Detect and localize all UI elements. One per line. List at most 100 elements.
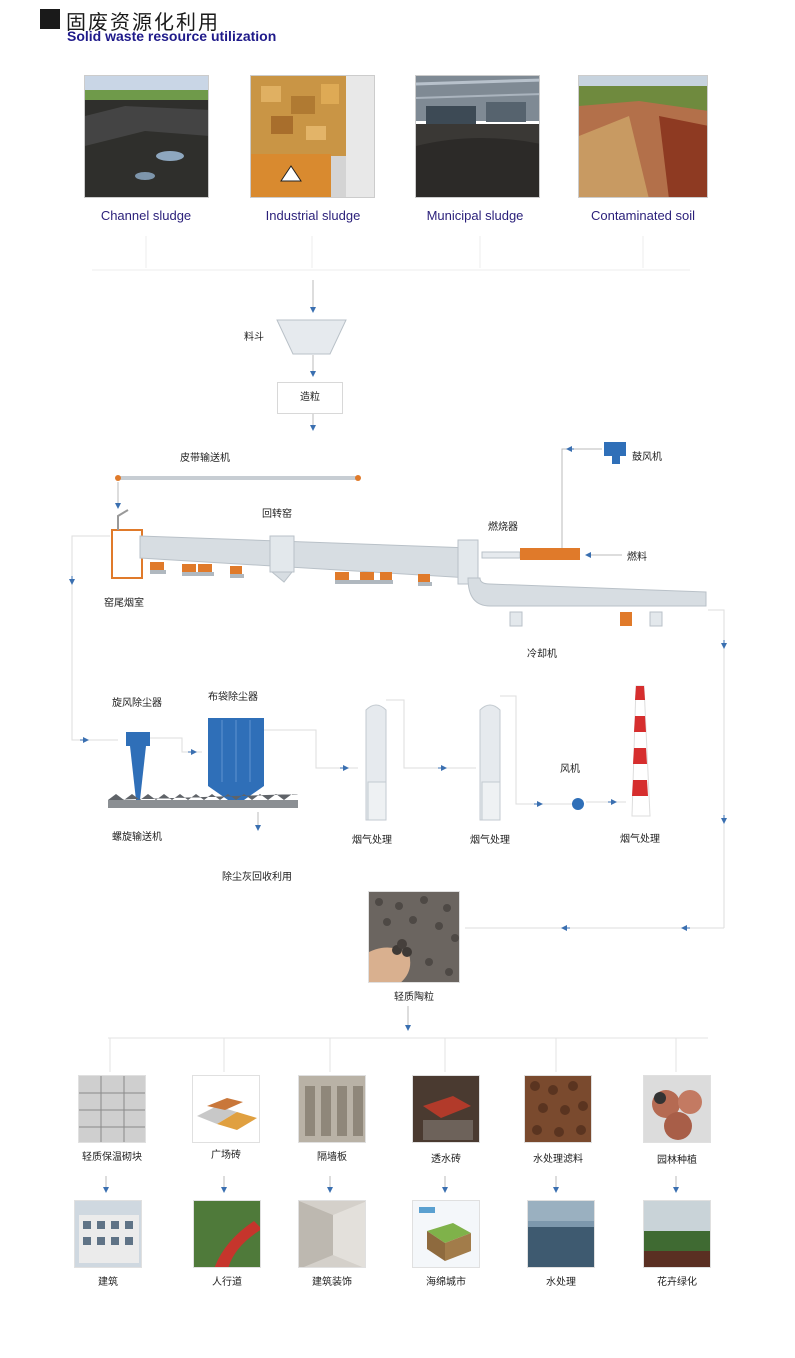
source-label-channel-sludge: Channel sludge: [100, 208, 192, 223]
use-photo-sponge-city: [412, 1200, 480, 1268]
blower-label: 鼓风机: [632, 452, 662, 463]
flue-gas-label-3: 烟气处理: [620, 834, 660, 845]
dust-recycle-label: 除尘灰回收利用: [222, 872, 292, 883]
flue-1-to-2-duct: [386, 699, 476, 769]
ceramsite-image: [369, 892, 459, 982]
fan-icon: [572, 798, 584, 810]
granulation-label: 造粒: [300, 392, 320, 403]
sidewalk-image: [194, 1201, 260, 1267]
belt-conveyor-label: 皮带输送机: [180, 453, 230, 464]
bag-filter-hopper: [208, 786, 264, 800]
municipal-sludge-image: [416, 76, 539, 197]
flue-gas-label-1: 烟气处理: [352, 835, 392, 846]
use-label-water-treatment: 水处理: [546, 1277, 576, 1288]
industrial-sludge-photo: [250, 75, 375, 198]
flue-gas-tower-1-base: [367, 781, 387, 821]
burner-icon: [520, 548, 580, 560]
kiln-supports: [150, 562, 430, 582]
product-drop-lines: [109, 1038, 677, 1072]
flue-gas-tower-2-base: [481, 781, 501, 821]
title-square-icon: [40, 9, 60, 29]
cooler-output-line: [708, 609, 725, 928]
product-label-permeable-brick: 透水砖: [431, 1154, 461, 1165]
plaza-brick-image: [193, 1076, 259, 1142]
fuel-label: 燃料: [627, 552, 647, 563]
product-to-use-arrows: [103, 1176, 679, 1193]
blower-foot: [612, 456, 620, 464]
rotary-kiln-label: 回转窑: [262, 509, 292, 520]
page-subtitle: Solid waste resource utilization: [67, 28, 277, 44]
ceramsite-label: 轻质陶粒: [394, 992, 434, 1003]
product-photo-partition-board: [298, 1075, 366, 1143]
belt-roller-right: [355, 475, 361, 481]
use-label-sidewalk: 人行道: [212, 1277, 242, 1288]
product-photo-garden-planting: [643, 1075, 711, 1143]
product-label-filter-media: 水处理滤料: [533, 1154, 583, 1165]
chimney-stripes: [632, 686, 648, 796]
hopper-label: 料斗: [244, 332, 264, 343]
source-label-industrial-sludge: Industrial sludge: [265, 208, 361, 223]
source-collector-lines: [92, 236, 690, 271]
contaminated-soil-photo: [578, 75, 708, 198]
screw-conveyor-teeth: [108, 794, 298, 800]
cooler-support-2: [620, 612, 632, 626]
bag-filter-stripes: [221, 720, 251, 782]
product-photo-insulation-block: [78, 1075, 146, 1143]
screw-conveyor-label: 螺旋输送机: [112, 832, 162, 843]
burner-label: 燃烧器: [488, 522, 518, 533]
screw-conveyor-icon: [108, 800, 298, 808]
product-label-plaza-brick: 广场砖: [211, 1150, 241, 1161]
use-photo-sidewalk: [193, 1200, 261, 1268]
source-label-contaminated-soil: Contaminated soil: [590, 208, 696, 223]
garden-planting-image: [644, 1076, 710, 1142]
ceramsite-photo: [368, 891, 460, 983]
flue-gas-label-2: 烟气处理: [470, 835, 510, 846]
use-label-decoration: 建筑装饰: [312, 1277, 352, 1288]
burner-pipe: [481, 551, 521, 559]
granulation-box: 造粒: [277, 382, 343, 414]
use-photo-building: [74, 1200, 142, 1268]
municipal-sludge-photo: [415, 75, 540, 198]
hopper-icon: [276, 319, 347, 355]
channel-sludge-image: [85, 76, 208, 197]
kiln-tail-chamber-label: 窑尾烟室: [104, 598, 144, 609]
use-label-sponge-city: 海绵城市: [426, 1277, 466, 1288]
building-image: [75, 1201, 141, 1267]
industrial-sludge-image: [251, 76, 374, 197]
product-label-partition-board: 隔墙板: [317, 1152, 347, 1163]
cooler-support-3: [649, 611, 663, 627]
flue-2-to-fan-duct: [500, 695, 572, 805]
channel-sludge-photo: [84, 75, 209, 198]
kiln-head: [457, 539, 479, 585]
cooler-support-1: [509, 611, 523, 627]
contaminated-soil-image: [579, 76, 707, 197]
use-label-building: 建筑: [98, 1277, 118, 1288]
insulation-block-image: [79, 1076, 145, 1142]
product-photo-filter-media: [524, 1075, 592, 1143]
permeable-brick-image: [413, 1076, 479, 1142]
cooler-label: 冷却机: [527, 649, 557, 660]
flower-greening-image: [644, 1201, 710, 1267]
cyclone-to-bag-duct: [150, 737, 202, 753]
blower-icon: [604, 442, 626, 456]
cyclone-icon: [126, 732, 150, 746]
belt-roller-left: [115, 475, 121, 481]
blower-duct: [561, 448, 602, 548]
source-label-municipal-sludge: Municipal sludge: [426, 208, 524, 223]
fan-label: 风机: [560, 764, 580, 775]
bag-filter-label: 布袋除尘器: [208, 692, 258, 703]
water-treatment-image: [528, 1201, 594, 1267]
kiln-tail-chamber-icon: [111, 529, 143, 579]
product-photo-plaza-brick: [192, 1075, 260, 1143]
decoration-image: [299, 1201, 365, 1267]
use-photo-decoration: [298, 1200, 366, 1268]
product-label-insulation-block: 轻质保温砌块: [82, 1152, 142, 1163]
use-photo-water-treatment: [527, 1200, 595, 1268]
product-photo-permeable-brick: [412, 1075, 480, 1143]
filter-media-image: [525, 1076, 591, 1142]
cyclone-label: 旋风除尘器: [112, 698, 162, 709]
use-photo-flower-greening: [643, 1200, 711, 1268]
kiln-tail-chute: [117, 509, 129, 530]
kiln-bases: [150, 570, 432, 586]
